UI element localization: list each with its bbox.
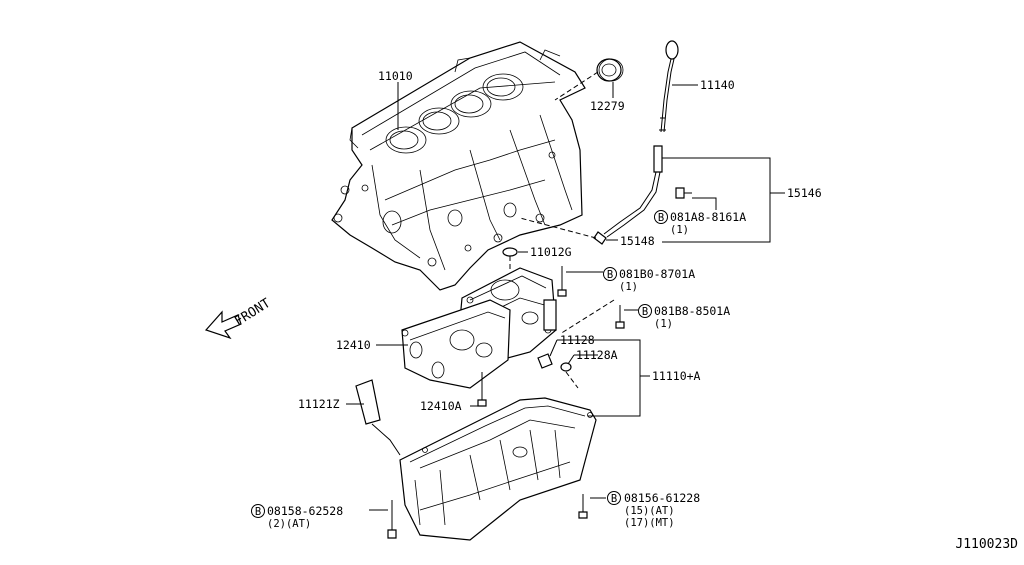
drawing-code: J110023D — [955, 537, 1018, 552]
label-11128: 11128 — [560, 333, 595, 347]
label-11110A: 11110+A — [652, 369, 701, 383]
drain-plug-drawing — [537, 353, 572, 372]
dipstick-tube-drawing — [593, 145, 692, 245]
label-081B0-8701A: 081B0-8701A — [619, 267, 695, 281]
label-11010: 11010 — [378, 69, 413, 83]
bolt-symbol-081B0: B — [607, 269, 613, 281]
label-11140: 11140 — [700, 78, 735, 92]
bolt-symbol-081A8: B — [658, 212, 664, 224]
label-08158-62528: 08158-62528 — [267, 504, 343, 518]
qty-081B8: (1) — [654, 318, 673, 330]
qty-081A8: (1) — [670, 224, 689, 236]
o-ring-drawing — [502, 247, 518, 257]
front-arrow: FRONT — [204, 296, 273, 340]
qty-081B0: (1) — [619, 281, 638, 293]
label-12410A: 12410A — [420, 399, 462, 413]
label-15148: 15148 — [620, 234, 655, 248]
label-08156-61228: 08156-61228 — [624, 491, 700, 505]
strainer-drawing — [355, 379, 401, 456]
label-081A8-8161A: 081A8-8161A — [670, 210, 746, 224]
label-11121Z: 11121Z — [298, 397, 340, 411]
bolt-symbols: B B B B B — [251, 210, 668, 518]
front-label: FRONT — [232, 296, 273, 330]
leader-lines — [346, 71, 785, 511]
bolt-symbol-08156: B — [611, 493, 617, 505]
cylinder-block-drawing — [331, 41, 586, 291]
label-12410: 12410 — [336, 338, 371, 352]
label-15146: 15146 — [787, 186, 822, 200]
oil-pan-bolts-drawing — [387, 494, 588, 539]
label-11128A: 11128A — [576, 348, 618, 362]
dipstick-drawing — [659, 40, 679, 133]
qty-08156-at: (15)(AT) — [624, 505, 675, 517]
bolt-symbol-081B8: B — [642, 306, 648, 318]
oil-pan-drawing — [399, 397, 597, 541]
label-12279: 12279 — [590, 99, 625, 113]
qty-08156-mt: (17)(MT) — [624, 517, 675, 529]
part-labels: 11010 12279 11140 15146 081A8-8161A (1) … — [267, 69, 822, 530]
bolt-symbol-08158: B — [255, 506, 261, 518]
label-11012G: 11012G — [530, 245, 572, 259]
balancer-drawing — [401, 299, 511, 407]
oil-seal-drawing — [596, 58, 624, 82]
qty-08158: (2)(AT) — [267, 518, 311, 530]
label-081B8-8501A: 081B8-8501A — [654, 304, 730, 318]
